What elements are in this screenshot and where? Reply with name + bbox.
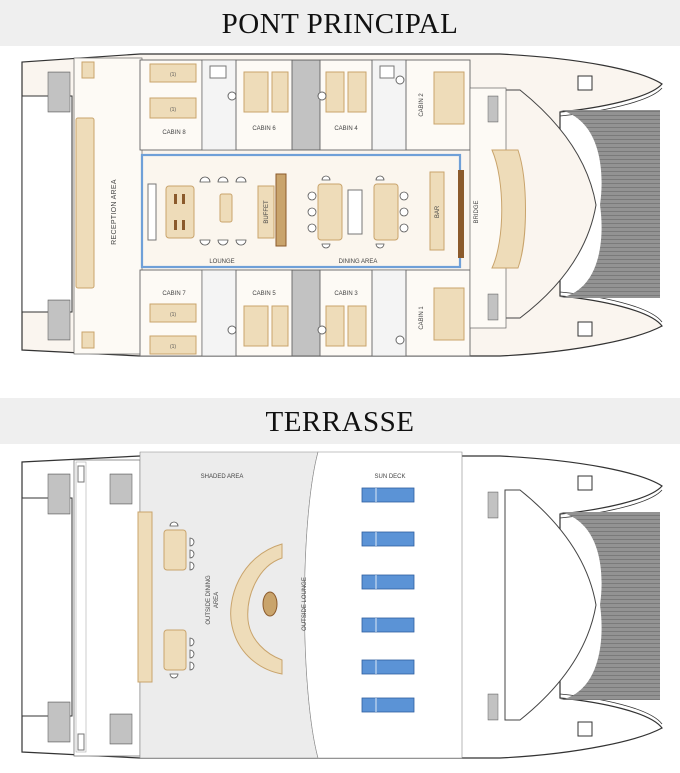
cabin-3-label: CABIN 3: [334, 291, 358, 297]
sunbed: [361, 617, 415, 633]
bar-label: BAR: [435, 205, 441, 218]
stern-steps-top: [47, 71, 71, 113]
bridge: BRIDGE: [458, 87, 526, 329]
cabin-7-label: CABIN 7: [162, 291, 186, 297]
bridge-label: BRIDGE: [474, 200, 480, 223]
buffet-label: BUFFET: [264, 200, 270, 224]
top-deck-plan: SHADED AREA SUN DECK OUTSIDE DINING AREA…: [21, 451, 663, 759]
cabin-6-label: CABIN 6: [252, 126, 276, 132]
cabin-4-label: CABIN 4: [334, 126, 358, 132]
sunbed: [361, 697, 415, 713]
lounge-dining-area: BUFFET BAR LOUNGE DINING AREA: [140, 153, 462, 269]
svg-text:(1): (1): [170, 72, 176, 78]
main-deck-title-band: PONT PRINCIPAL: [0, 0, 680, 46]
reception-area-label: RECEPTION AREA: [111, 179, 118, 245]
dining-area-label: DINING AREA: [339, 259, 378, 265]
top-cabins: (1) (1) CABIN 8 CABIN 6 CABIN 4 CABIN 2: [139, 59, 471, 151]
svg-text:(1): (1): [170, 344, 176, 350]
sunbed: [361, 531, 415, 547]
sunbed: [361, 659, 415, 675]
reception-counter: [75, 117, 95, 289]
bow-net: [560, 110, 660, 298]
bottom-cabins: (1) (1) CABIN 7 CABIN 5 CABIN 3 CABIN 1: [139, 269, 471, 357]
sunbeds: [361, 487, 415, 713]
cabin-8-label: CABIN 8: [162, 130, 186, 136]
shaded-area-label: SHADED AREA: [201, 474, 244, 480]
outside-dining-label-1: OUTSIDE DINING: [206, 575, 212, 625]
sunbed: [361, 574, 415, 590]
top-deck-title: TERRASSE: [265, 406, 415, 438]
cabin-5-label: CABIN 5: [252, 291, 276, 297]
lounge-label: LOUNGE: [209, 259, 234, 265]
outside-dining-tables: OUTSIDE DINING AREA: [163, 521, 220, 679]
main-deck-title: PONT PRINCIPAL: [221, 8, 459, 40]
outside-lounge-label: OUTSIDE LOUNGE: [302, 577, 308, 631]
sunbed: [361, 487, 415, 503]
outside-dining-label-2: AREA: [214, 592, 220, 608]
outside-lounge: OUTSIDE LOUNGE: [230, 543, 308, 675]
main-deck-plan: RECEPTION AREA (1) (1) CABIN 8 CABIN 6 C: [21, 53, 663, 357]
cabin-1-label: CABIN 1: [419, 306, 425, 330]
top-deck-title-band: TERRASSE: [0, 398, 680, 444]
shaded-area: [139, 451, 319, 759]
svg-text:(1): (1): [170, 312, 176, 318]
stern-steps-bottom: [47, 299, 71, 341]
cabin-2-label: CABIN 2: [419, 93, 425, 117]
sun-deck-label: SUN DECK: [374, 474, 405, 480]
svg-text:(1): (1): [170, 107, 176, 113]
